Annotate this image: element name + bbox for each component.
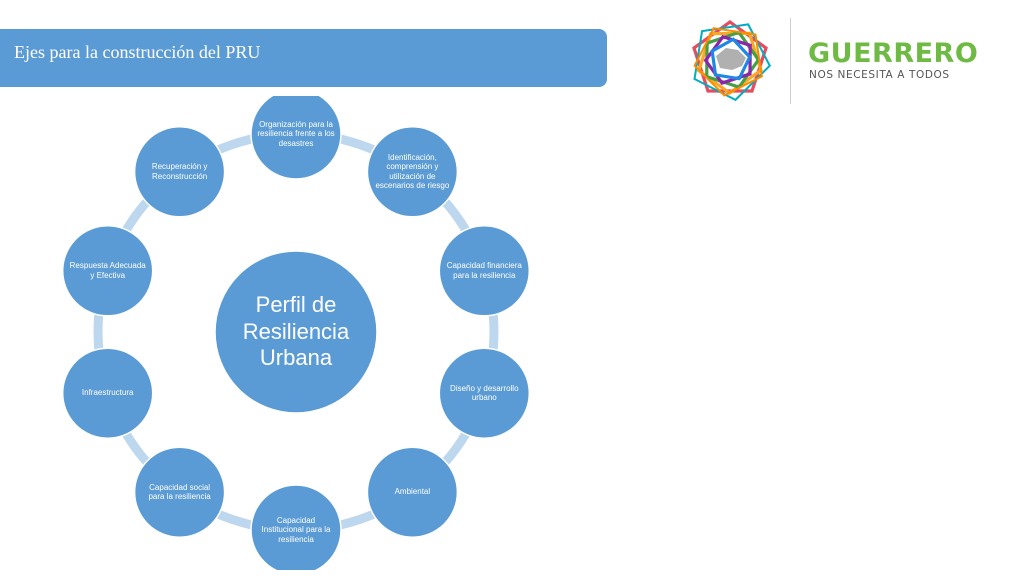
cycle-node-label: Diseño y desarrollo urbano [450, 383, 519, 403]
resilience-cycle-diagram: Perfil de Resiliencia Urbana Organización… [60, 96, 530, 570]
cycle-node [61, 225, 154, 317]
cycle-node [438, 225, 530, 317]
cycle-node-label: Respuesta Adecuada y Efectiva [69, 261, 146, 280]
title-bar: Ejes para la construcción del PRU [0, 29, 607, 87]
center-node [214, 250, 378, 414]
cycle-node [366, 446, 459, 538]
brand-tagline: NOS NECESITA A TODOS [809, 69, 950, 81]
guerrero-logo: GUERRERO NOS NECESITA A TODOS [684, 14, 978, 106]
center-node-label: Perfil de Resiliencia Urbana [242, 292, 350, 371]
cycle-node [250, 96, 342, 180]
star-emblem-icon [692, 20, 771, 102]
cycle-node-label: Organización para la resiliencia frente … [257, 119, 335, 148]
diagram-graphic [61, 96, 530, 570]
cycle-node [250, 484, 342, 570]
cycle-node-label: Capacidad financiera para la resiliencia [446, 261, 522, 280]
cycle-node [133, 126, 226, 218]
cycle-node-label: Capacidad Institucional para la resilien… [261, 515, 331, 544]
cycle-node-label: Ambiental [394, 487, 431, 497]
slide-title: Ejes para la construcción del PRU [14, 42, 261, 62]
cycle-node [438, 347, 530, 439]
cycle-node-label: Recuperación y Reconstrucción [151, 162, 208, 181]
cycle-node [61, 347, 154, 439]
cycle-node-label: Identificación, comprensión y utilizació… [375, 152, 450, 191]
cycle-node-label: Capacidad social para la resiliencia [148, 482, 211, 502]
cycle-node-label: Infraestructura [81, 388, 134, 398]
cycle-node [133, 446, 226, 538]
brand-name: GUERRERO [808, 38, 979, 69]
cycle-node [366, 126, 459, 218]
logo-divider [790, 18, 791, 104]
